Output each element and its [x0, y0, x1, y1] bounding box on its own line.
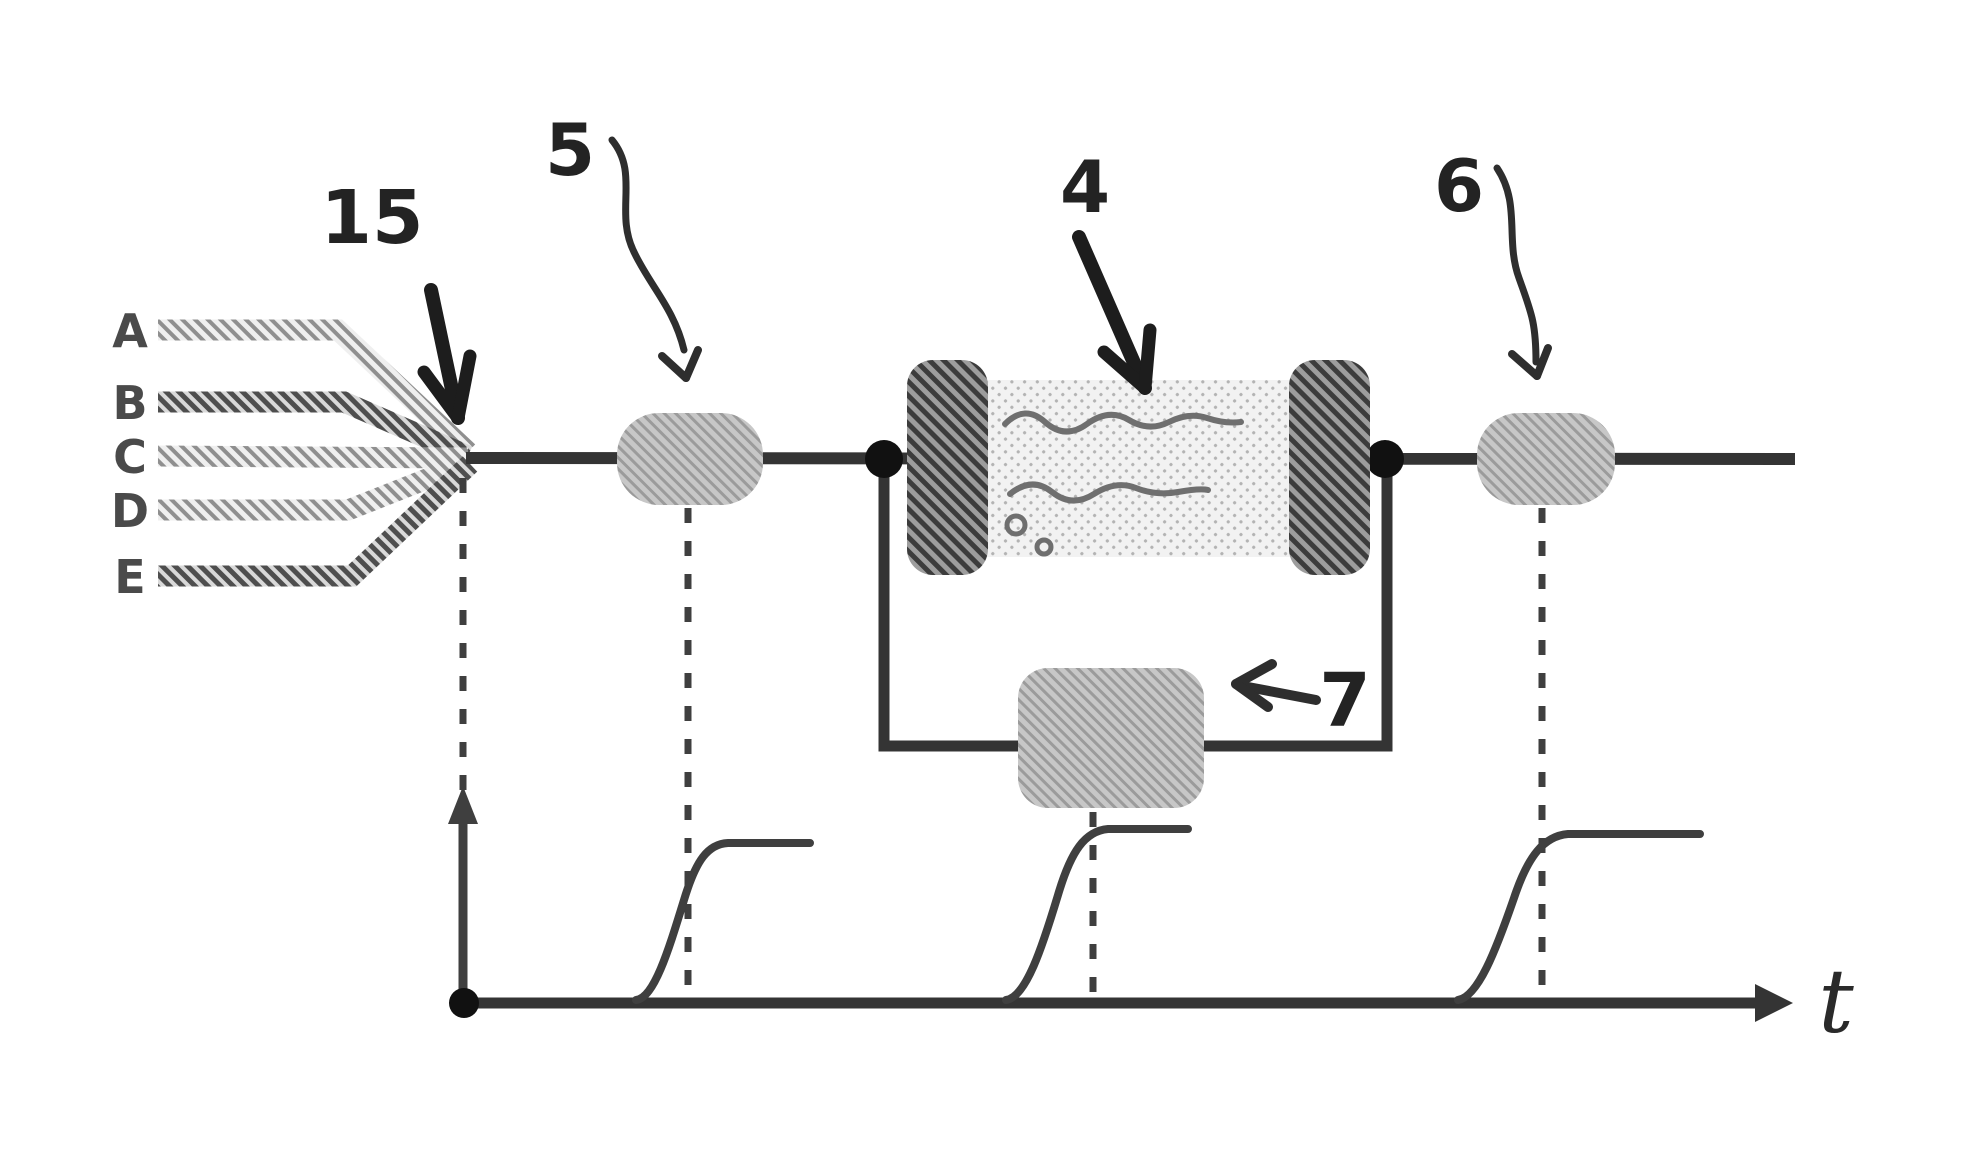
time-axis-arrowhead — [1755, 984, 1793, 1022]
callout-15: 15 — [321, 175, 477, 425]
loop-junction-node-left — [865, 440, 903, 478]
loop-sensor-arrow — [1231, 659, 1321, 712]
time-axis-label: t — [1818, 950, 1854, 1053]
feed-stream-e — [158, 456, 478, 587]
response-curve-sensor-5 — [632, 839, 814, 1004]
reactor-arrow — [1072, 230, 1157, 395]
feed-label-e: E — [114, 550, 145, 604]
outlet-sensor-6 — [1477, 413, 1615, 505]
time-plot: t — [448, 786, 1854, 1053]
loop-sensor-label-7: 7 — [1319, 658, 1371, 744]
response-curve-sensor-6 — [1454, 830, 1704, 1004]
feed-stream-d — [158, 452, 474, 521]
reactor-cap-left — [907, 360, 988, 575]
reactor-cap-right — [1289, 360, 1370, 575]
feed-label-d: D — [111, 484, 149, 538]
reactor-label-4: 4 — [1060, 145, 1110, 229]
feed-labels: A B C D E — [111, 304, 149, 604]
feed-label-b: B — [112, 376, 147, 430]
plot-vertical-axis-arrowhead-up — [448, 786, 478, 824]
outlet-sensor-leader — [1493, 164, 1552, 380]
mixer-label-15: 15 — [321, 175, 424, 261]
loop-junction-node-right — [1366, 440, 1404, 478]
callout-5: 5 — [545, 108, 702, 382]
dashed-drop-lines — [459, 478, 1546, 998]
reactor-body — [975, 380, 1300, 557]
callout-7: 7 — [1231, 658, 1371, 744]
callout-4: 4 — [1060, 145, 1157, 395]
mixer-arrow — [417, 283, 477, 425]
axis-origin-node — [449, 988, 479, 1018]
response-curve-sensor-7 — [1002, 825, 1192, 1004]
feed-stream-a — [158, 319, 476, 460]
inline-sensor-leader — [608, 136, 702, 382]
feed-stream-c — [157, 445, 469, 469]
feed-label-c: C — [113, 430, 147, 484]
reactor-contents-squiggles — [1002, 410, 1244, 557]
inline-sensor-5 — [617, 413, 763, 505]
loop-sensor-7 — [1018, 668, 1204, 808]
outlet-sensor-label-6: 6 — [1434, 144, 1484, 228]
feed-streams — [157, 319, 478, 587]
reactor-vessel — [907, 360, 1370, 575]
callout-6: 6 — [1434, 144, 1552, 380]
inline-sensor-label-5: 5 — [545, 108, 595, 192]
response-curves — [632, 825, 1704, 1004]
feed-stream-b — [158, 391, 473, 466]
feed-label-a: A — [112, 304, 148, 358]
